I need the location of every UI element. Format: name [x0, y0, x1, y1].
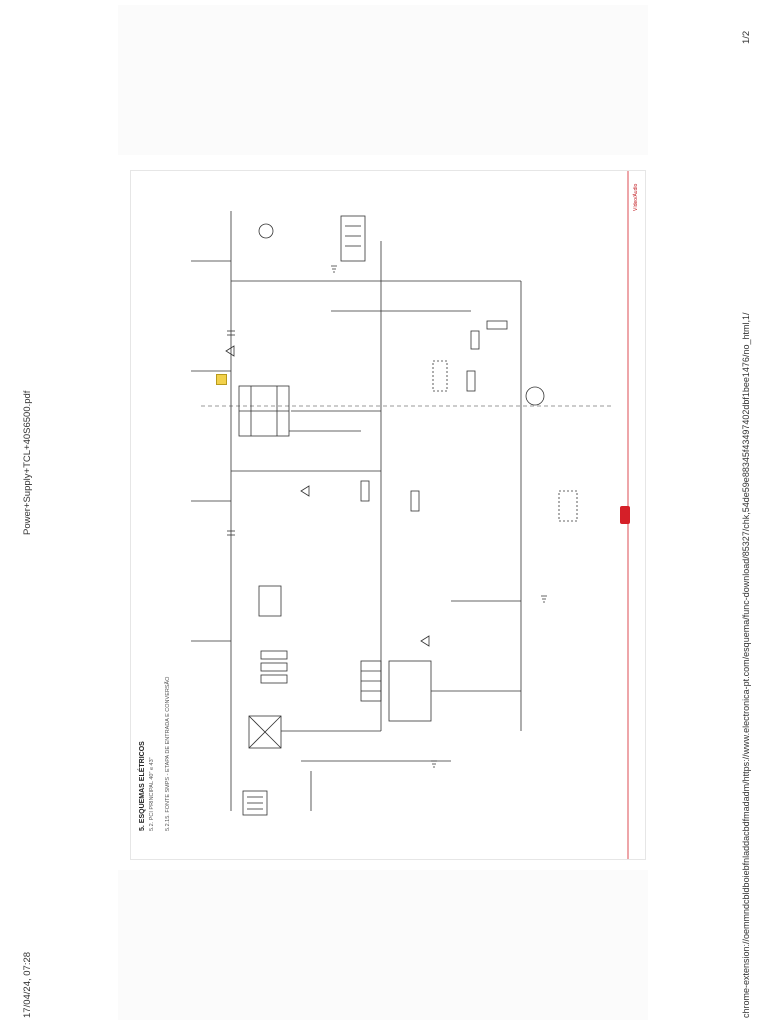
background-band-bottom — [118, 870, 648, 1020]
document-title: Power+Supply+TCL+40S6500.pdf — [22, 390, 33, 535]
page-badge — [620, 506, 630, 524]
highlight-marker — [216, 374, 227, 385]
print-datetime: 17/04/24, 07:28 — [22, 951, 33, 1018]
schematic-section-title: 5. ESQUEMAS ELÉTRICOS — [139, 741, 146, 831]
source-url: chrome-extension://oemmndcbldboiebfnladd… — [741, 312, 751, 1018]
page-indicator: 1/2 — [741, 30, 752, 44]
schematic-drawing — [191, 171, 629, 859]
schematic-subsection: 5.2. PCI PRINCIPAL 40" e 43" — [149, 757, 155, 831]
schematic-sheet: 5. ESQUEMAS ELÉTRICOS 5.2. PCI PRINCIPAL… — [130, 170, 646, 860]
background-band-top — [118, 5, 648, 155]
schematic-subtitle: 5.2.15. FONTE SMPS - ETAPA DE ENTRADA E … — [165, 676, 171, 831]
brand-mark: Vídeo/Áudio — [633, 183, 639, 211]
